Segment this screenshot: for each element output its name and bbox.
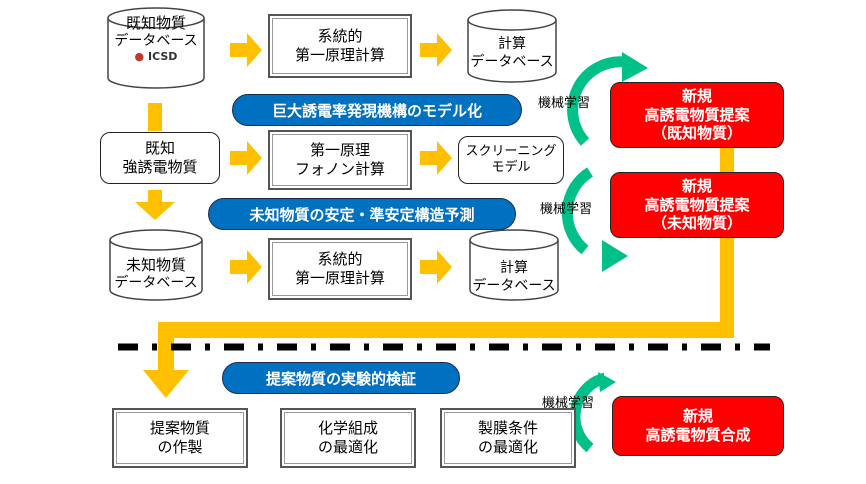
proposal-known-line3: （既知物質） [651,124,742,143]
flow-arrow-right [230,33,262,67]
calc-db-cylinder-1 [467,9,557,83]
unknown-db-cylinder [109,229,203,301]
proposal-unknown-box: 新規高誘電物質提案（未知物質） [610,172,784,238]
ml-loop-arrow [561,167,594,255]
flow-arrow-down [143,370,189,398]
proposal-unknown-line2: 高誘電物質提案 [644,195,750,214]
unknown-db-line2: データベース [114,274,198,291]
calc-box-1-line1: 系統的 [317,27,363,46]
flow-arrow-right [420,33,452,67]
flow-connector [158,322,174,377]
known-ferro-line2: 強誘電物質 [122,158,198,176]
flow-arrow-right [420,141,452,175]
fabrication-line1: 提案物質 [149,419,210,438]
unknown-db-label: 未知物質 データベース [110,256,202,292]
calc-db-1-label: 計算 データベース [468,36,556,71]
flow-arrow-right [230,141,262,175]
calc-box-1-line2: 第一原理計算 [294,46,385,64]
proposal-unknown-line3: （未知物質） [651,214,742,233]
proposal-known-box: 新規高誘電物質提案（既知物質） [610,82,784,148]
ml-label-2: 機械学習 [540,202,593,217]
ml-arrow-head [598,372,616,392]
ml-arrow-head [602,240,628,272]
flow-arrow-right [230,250,262,284]
icsd-logo-icon: ● [134,50,145,64]
composition-box: 化学組成の最適化 [280,408,416,468]
screening-model-box: スクリーニングモデル [458,136,564,184]
fabrication-line2: の作製 [157,438,203,456]
stage-pill-modeling: 巨大誘電率発現機構のモデル化 [232,94,522,126]
known-db-cylinder [107,7,205,89]
fabrication-box: 提案物質の作製 [112,408,248,468]
proposal-known-line1: 新規 [681,86,712,105]
flow-connector [158,322,734,338]
known-db-line1: 既知物質 [125,14,186,32]
calc-db-1-line2: データベース [470,53,554,70]
calc-box-2-line2: 第一原理計算 [294,269,385,287]
known-ferro-line1: 既知 [144,139,175,158]
film-line2: の最適化 [477,438,538,456]
film-line1: 製膜条件 [477,419,538,438]
calc-db-2-line2: データベース [472,277,556,294]
icsd-logo: ● ICSD [108,50,204,64]
synthesis-line2: 高誘電物質合成 [645,426,751,444]
known-db-line2: データベース [114,32,198,49]
ml-loop-arrow [567,56,626,146]
phonon-line1: 第一原理 [309,141,370,160]
calc-db-2-line1: 計算 [500,260,528,276]
known-ferroelectric-box: 既知強誘電物質 [100,132,220,184]
synthesis-line1: 新規 [682,407,713,426]
screening-line1: スクリーニング [465,143,557,159]
ml-label-3: 機械学習 [542,396,595,411]
film-conditions-box: 製膜条件の最適化 [440,408,576,468]
calc-box-2: 系統的第一原理計算 [268,238,412,300]
stage-pill-structure-prediction: 未知物質の安定・準安定構造予測 [208,198,516,230]
composition-line2: の最適化 [317,438,378,456]
calc-db-2-label: 計算 データベース [470,260,558,295]
icsd-logo-text: ICSD [148,50,178,64]
flow-arrow-down [135,190,175,220]
calc-db-cylinder-2 [469,229,559,301]
calc-box-2-line1: 系統的 [317,250,363,269]
unknown-db-line1: 未知物質 [125,256,186,274]
known-db-label: 既知物質 データベース ● ICSD [108,14,204,64]
proposal-known-line2: 高誘電物質提案 [644,105,750,124]
ml-label-1: 機械学習 [538,96,591,111]
screening-line2: モデル [491,160,531,175]
phonon-calc-box: 第一原理フォノン計算 [268,130,412,190]
ml-arrow-head [622,52,648,82]
composition-line1: 化学組成 [317,419,378,438]
flow-connector [148,103,162,131]
phonon-line2: フォノン計算 [294,160,385,178]
calc-db-1-line1: 計算 [498,36,526,52]
proposal-unknown-line1: 新規 [681,176,712,195]
stage-pill-experimental-verification: 提案物質の実験的検証 [222,362,460,394]
synthesis-box: 新規高誘電物質合成 [612,396,784,456]
flow-arrow-right [420,250,452,284]
calc-box-1: 系統的第一原理計算 [268,14,412,78]
